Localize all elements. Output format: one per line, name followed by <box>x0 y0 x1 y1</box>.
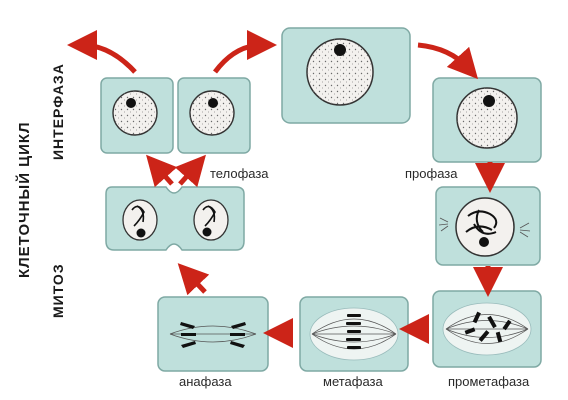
mitosis-label: МИТОЗ <box>50 263 66 318</box>
arrow-interphase-to-right <box>417 42 479 80</box>
prometaphase-cell <box>432 290 542 368</box>
interphase-cell-right <box>432 77 542 163</box>
metaphase-label: метафаза <box>323 374 383 389</box>
anaphase-label: анафаза <box>179 374 232 389</box>
metaphase-cell <box>299 296 409 372</box>
nucleolus-icon <box>208 98 218 108</box>
anaphase-cell <box>157 296 269 372</box>
arrow-to-telophase <box>177 263 210 296</box>
arrow-daughter-left-out <box>67 30 137 74</box>
nucleolus-icon <box>483 95 495 107</box>
telophase-label: телофаза <box>210 166 269 181</box>
prophase-label: профаза <box>405 166 458 181</box>
interphase-label: ИНТЕРФАЗА <box>50 63 66 160</box>
interphase-cell-large <box>281 27 411 124</box>
cell-cycle-label: КЛЕТОЧНЫЙ ЦИКЛ <box>16 121 33 278</box>
telophase-cell <box>105 186 245 251</box>
arrow-telophase-split <box>146 154 206 188</box>
daughter-cell-left <box>100 77 174 154</box>
prometaphase-label: прометафаза <box>448 374 530 389</box>
nucleolus-icon <box>126 98 136 108</box>
prophase-cell <box>435 186 541 266</box>
arrow-daughter-right-out <box>212 30 277 74</box>
nucleolus-icon <box>334 44 346 56</box>
daughter-cell-right <box>177 77 251 154</box>
